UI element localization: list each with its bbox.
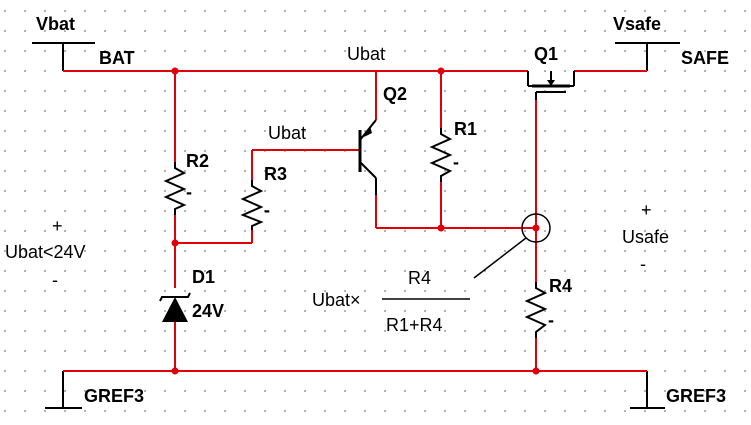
gref-left-label: GREF3 (84, 386, 144, 406)
vsafe-label: Vsafe (613, 14, 661, 34)
q2-label: Q2 (383, 84, 407, 104)
q1-mosfet (527, 71, 575, 100)
r4-label: R4 (549, 276, 572, 296)
r1-label: R1 (454, 119, 477, 139)
q1-label: Q1 (534, 44, 558, 64)
left-plus-sign: + (52, 216, 63, 236)
right-minus-sign: - (640, 254, 646, 274)
left-minus-sign: - (52, 270, 58, 290)
d1-value-label: 24V (192, 301, 224, 321)
formula-denominator: R1+R4 (386, 315, 443, 335)
vsafe-port-symbol (615, 42, 680, 71)
gref-left-symbol (45, 371, 82, 409)
bat-label: BAT (99, 48, 135, 68)
divider-node-highlight (521, 213, 551, 243)
r3-minus: - (264, 200, 270, 220)
r1-resistor (429, 128, 453, 182)
safe-label: SAFE (681, 48, 729, 68)
ubat-top-net-label: Ubat (347, 44, 385, 64)
r3-label: R3 (264, 164, 287, 184)
r3-resistor (240, 180, 264, 230)
r4-minus: - (548, 310, 554, 330)
q2-transistor (358, 119, 377, 195)
ubat-base-net-label: Ubat (268, 123, 306, 143)
d1-label: D1 (192, 267, 215, 287)
vbat-port-symbol (32, 42, 95, 71)
wires (63, 70, 647, 372)
usafe-label: Usafe (622, 227, 669, 247)
formula-numerator: R4 (408, 268, 431, 288)
ubat-lt-24v-label: Ubat<24V (5, 242, 86, 262)
right-plus-sign: + (641, 200, 652, 220)
vbat-label: Vbat (36, 14, 75, 34)
r4-resistor (524, 282, 548, 338)
gref-right-label: GREF3 (666, 386, 726, 406)
formula-pointer-line (473, 237, 527, 279)
r2-minus: - (186, 182, 192, 202)
junctions (171, 67, 540, 375)
r1-minus: - (453, 152, 459, 172)
r2-label: R2 (186, 151, 209, 171)
formula-prefix: Ubat× (312, 290, 361, 310)
d1-zener-diode (159, 292, 191, 322)
gref-right-symbol (630, 371, 665, 409)
r2-resistor (163, 162, 187, 215)
